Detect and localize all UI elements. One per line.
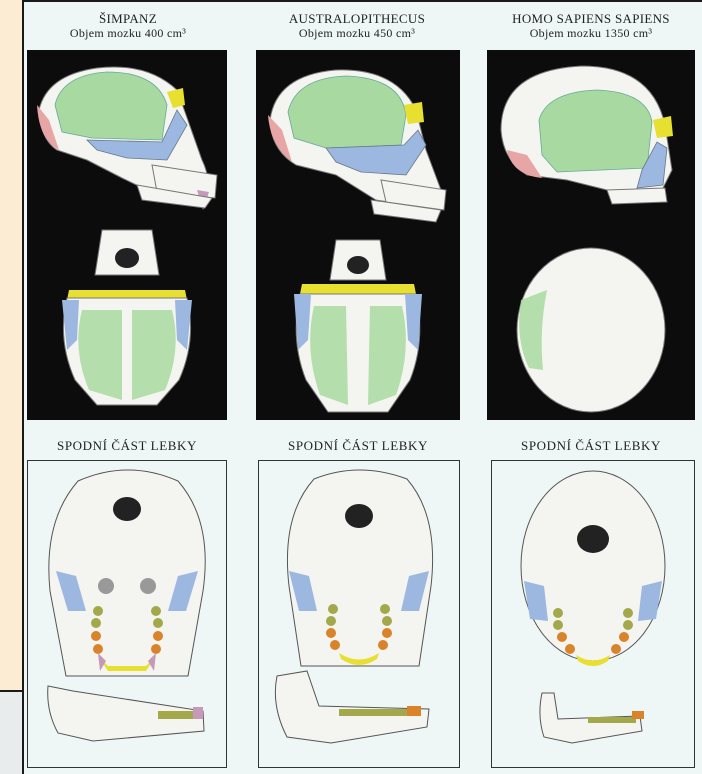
- homo-sapiens-skull-panel: [487, 50, 695, 420]
- bottom-label-australopithecus: SPODNÍ ČÁST LEBKY: [256, 438, 460, 454]
- column-title-chimp: ŠIMPANZ Objem mozku 400 cm³: [30, 11, 226, 41]
- species-name: HOMO SAPIENS SAPIENS: [485, 11, 697, 26]
- column-title-australopithecus: AUSTRALOPITHECUS Objem mozku 450 cm³: [254, 11, 460, 41]
- species-name: ŠIMPANZ: [30, 11, 226, 26]
- column-title-homo-sapiens: HOMO SAPIENS SAPIENS Objem mozku 1350 cm…: [485, 11, 697, 41]
- chimp-underside: [49, 470, 205, 676]
- australopithecus-skull-panel: [256, 50, 460, 420]
- homo-sapiens-mandible: [540, 693, 644, 743]
- homo-sapiens-top-view: [517, 248, 665, 412]
- bottom-label-chimp: SPODNÍ ČÁST LEBKY: [27, 438, 227, 454]
- chimp-skull-underside-panel: [27, 460, 227, 768]
- brain-volume: Objem mozku 1350 cm³: [485, 26, 697, 41]
- chimp-top-view: [62, 230, 192, 405]
- chimp-skull-panel: [27, 50, 227, 420]
- homo-sapiens-skull-underside-panel: [491, 460, 695, 768]
- homo-sapiens-side-view: [501, 66, 673, 204]
- page-margin-lower: [0, 690, 22, 774]
- australopithecus-side-view: [268, 70, 446, 222]
- chimp-mandible: [48, 686, 204, 741]
- australopithecus-mandible: [275, 671, 429, 743]
- page-margin: [0, 0, 22, 690]
- homo-sapiens-underside: [521, 471, 665, 666]
- australopithecus-skull-underside-panel: [258, 460, 460, 768]
- australopithecus-underside: [287, 470, 432, 666]
- brain-volume: Objem mozku 400 cm³: [30, 26, 226, 41]
- brain-volume: Objem mozku 450 cm³: [254, 26, 460, 41]
- species-name: AUSTRALOPITHECUS: [254, 11, 460, 26]
- chimp-side-view: [37, 67, 217, 210]
- australopithecus-top-view: [294, 240, 422, 412]
- bottom-label-homo-sapiens: SPODNÍ ČÁST LEBKY: [487, 438, 695, 454]
